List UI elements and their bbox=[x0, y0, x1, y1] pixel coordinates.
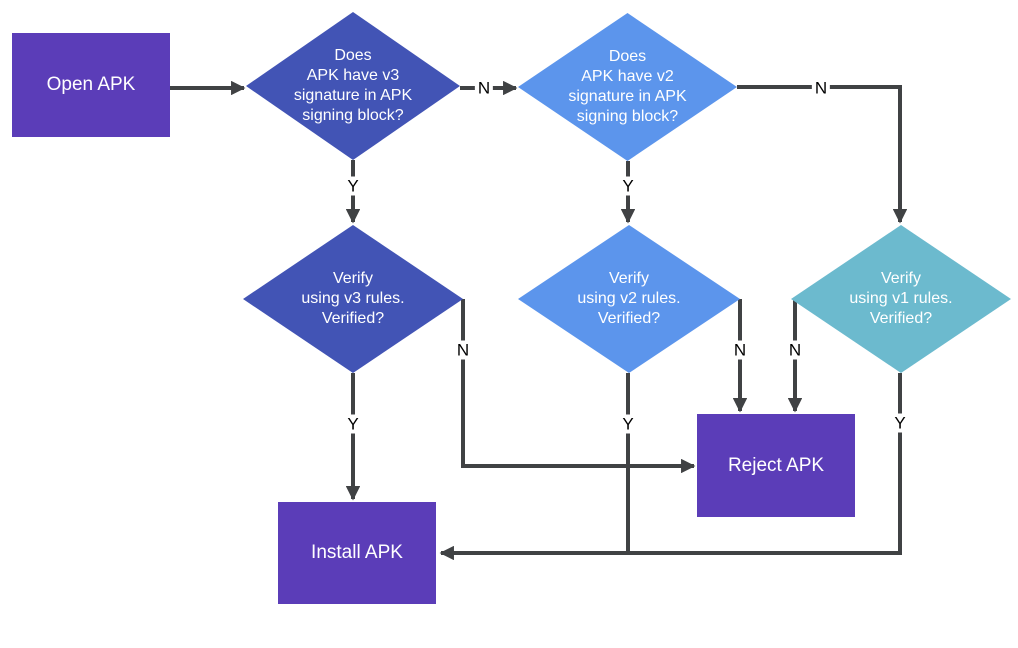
edge-label-v2verify-yes: Y bbox=[619, 414, 637, 434]
node-open-apk: Open APK bbox=[12, 33, 170, 137]
edge-label-v3check-yes: Y bbox=[344, 176, 362, 196]
edge-label-v3verify-no: N bbox=[453, 340, 473, 360]
edge-label-v3check-no: N bbox=[474, 78, 494, 98]
edge-label-v1verify-no: N bbox=[785, 340, 805, 360]
connector-v1verify-yes-to-install bbox=[439, 373, 902, 561]
edge-label-v2verify-no: N bbox=[730, 340, 750, 360]
node-install-apk: Install APK bbox=[278, 502, 436, 604]
edge-label-v2check-yes: Y bbox=[619, 176, 637, 196]
node-reject-apk: Reject APK bbox=[697, 414, 855, 517]
edge-label-v2check-no: N bbox=[811, 78, 831, 98]
edge-label-v3verify-yes: Y bbox=[344, 414, 362, 434]
edge-label-v1verify-yes: Y bbox=[891, 413, 909, 433]
connector-v2check-no-to-v1verify bbox=[737, 85, 908, 224]
